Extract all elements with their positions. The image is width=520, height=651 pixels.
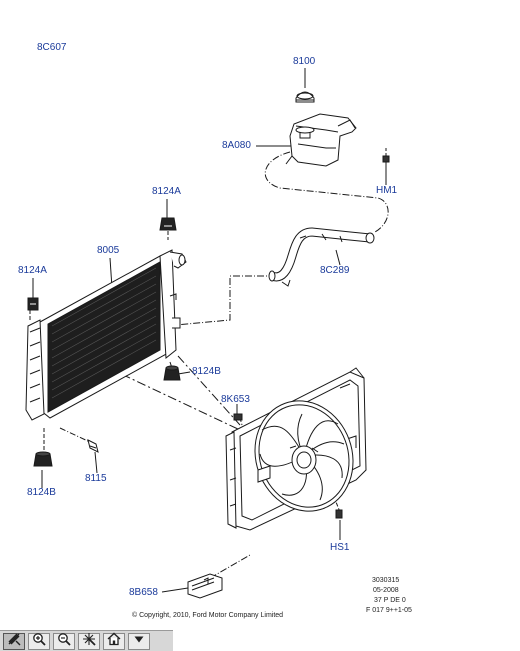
select-icon xyxy=(7,632,21,651)
select-tool-button[interactable] xyxy=(3,632,25,651)
label-cap[interactable]: 8100 xyxy=(293,56,316,67)
dropdown-icon xyxy=(132,632,146,651)
home-icon xyxy=(107,632,121,651)
fit-view-button[interactable] xyxy=(78,632,100,651)
label-bracket-top[interactable]: 8124A xyxy=(152,186,181,197)
label-hm1[interactable]: HM1 xyxy=(376,185,398,196)
dropdown-button[interactable] xyxy=(128,632,150,651)
home-button[interactable] xyxy=(103,632,125,651)
label-bolt[interactable]: 8115 xyxy=(85,473,107,484)
reference-line-4: F 017 9++1-05 xyxy=(366,607,412,614)
viewer-toolbar xyxy=(0,630,173,651)
label-hose[interactable]: 8C289 xyxy=(320,265,350,276)
zoom-out-button[interactable] xyxy=(53,632,75,651)
reference-line-3: 37 P DE 0 xyxy=(374,597,406,604)
label-mount-bottom-right[interactable]: 8124B xyxy=(192,366,221,377)
label-reservoir[interactable]: 8A080 xyxy=(222,140,251,151)
reference-line-2: 05-2008 xyxy=(373,587,399,594)
label-8k653[interactable]: 8K653 xyxy=(221,394,250,405)
fit-icon xyxy=(82,632,96,651)
zoom-in-icon xyxy=(32,632,46,651)
label-8c607[interactable]: 8C607 xyxy=(37,42,67,53)
reference-line-1: 3030315 xyxy=(372,577,400,584)
zoom-in-button[interactable] xyxy=(28,632,50,651)
label-module[interactable]: 8B658 xyxy=(129,587,158,598)
exploded-cooling-diagram xyxy=(25,68,390,599)
copyright-text: © Copyright, 2010, Ford Motor Company Li… xyxy=(132,612,284,619)
label-radiator[interactable]: 8005 xyxy=(97,245,120,256)
label-mount-bottom-left[interactable]: 8124B xyxy=(27,487,56,498)
label-bracket-left[interactable]: 8124A xyxy=(18,265,47,276)
zoom-out-icon xyxy=(57,632,71,651)
label-hs1[interactable]: HS1 xyxy=(330,542,350,553)
